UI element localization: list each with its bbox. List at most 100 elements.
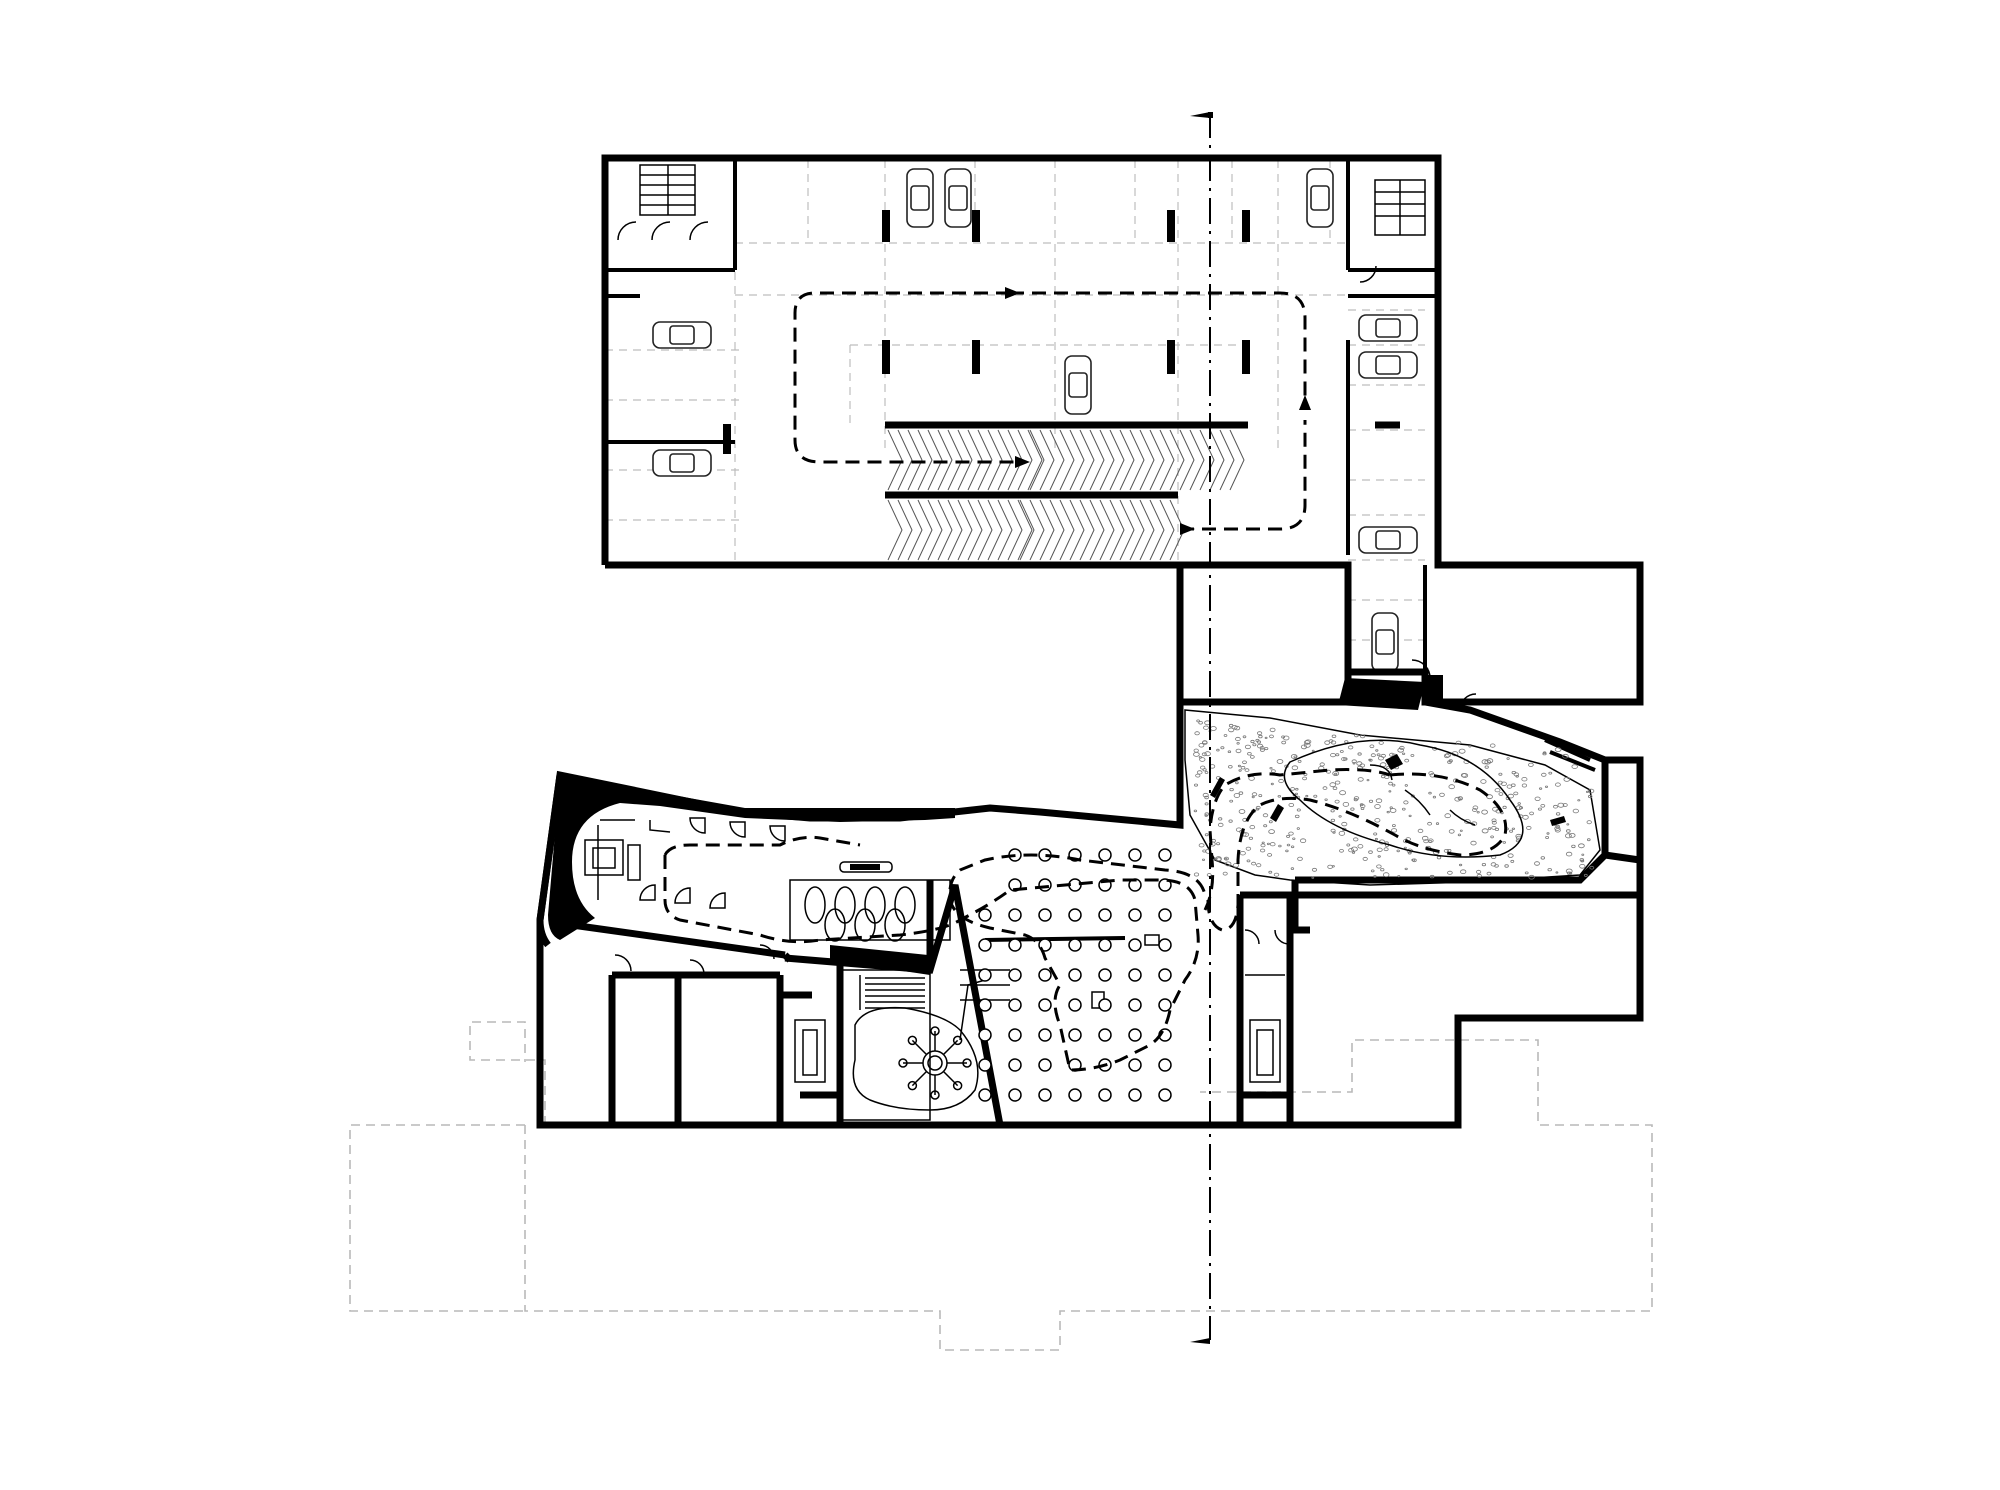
ramp-chevron bbox=[1149, 499, 1165, 561]
gravel-stone bbox=[1338, 815, 1342, 818]
hall-column bbox=[1068, 968, 1082, 982]
gravel-stone bbox=[1502, 841, 1506, 844]
gravel-stone bbox=[1498, 792, 1504, 796]
gravel-stone bbox=[1511, 783, 1516, 787]
gravel-stone bbox=[1540, 803, 1546, 808]
hall-column bbox=[1008, 1058, 1022, 1072]
hall-column bbox=[1098, 848, 1112, 862]
gravel-stone bbox=[1330, 818, 1336, 823]
gravel-stone bbox=[1260, 848, 1266, 853]
gravel-stone bbox=[1537, 807, 1542, 811]
hall-column bbox=[978, 938, 992, 952]
gravel-stone bbox=[1248, 836, 1254, 840]
ramp-chevron bbox=[897, 429, 913, 491]
gravel-stone bbox=[1228, 819, 1233, 823]
gravel-stone bbox=[1256, 863, 1262, 868]
gravel-stone bbox=[1583, 873, 1588, 877]
gravel-stone bbox=[1362, 856, 1368, 861]
gravel-stone bbox=[1240, 766, 1246, 770]
car-icon bbox=[1358, 314, 1418, 342]
lower-floor-walls bbox=[536, 668, 1644, 1129]
sculpture-node bbox=[907, 1080, 918, 1091]
gravel-stone bbox=[1268, 829, 1275, 834]
ramp-chevron bbox=[1169, 429, 1185, 491]
ramp-chevron bbox=[967, 499, 983, 561]
gravel-stone bbox=[1229, 787, 1234, 792]
gravel-stone bbox=[1521, 777, 1528, 782]
gravel-stone bbox=[1264, 736, 1268, 740]
ramp-chevron bbox=[1199, 429, 1215, 491]
gravel-stone bbox=[1305, 794, 1309, 798]
gravel-stone bbox=[1351, 851, 1356, 854]
gravel-stone bbox=[1251, 792, 1258, 797]
gravel-stone bbox=[1404, 758, 1410, 763]
gravel-stone bbox=[1380, 868, 1385, 872]
car-icon bbox=[1306, 168, 1334, 228]
gravel-stone bbox=[1455, 740, 1462, 745]
sculpture-node bbox=[952, 1080, 963, 1091]
hall-column bbox=[1098, 1088, 1112, 1102]
hall-column bbox=[978, 908, 992, 922]
gravel-stone bbox=[1511, 827, 1516, 831]
gravel-stone bbox=[1383, 847, 1389, 852]
hall-column bbox=[1068, 938, 1082, 952]
gravel-stone bbox=[1235, 827, 1242, 832]
gravel-stone bbox=[1238, 791, 1244, 795]
gravel-stone bbox=[1587, 838, 1591, 842]
gravel-stone bbox=[1277, 794, 1281, 798]
gravel-stone bbox=[1297, 759, 1302, 763]
hall-column bbox=[1038, 1088, 1052, 1102]
ghost-building-outline bbox=[349, 1021, 1653, 1351]
gravel-stone bbox=[1339, 848, 1344, 853]
gravel-stone bbox=[1278, 778, 1284, 784]
gravel-stone bbox=[1339, 750, 1344, 753]
parking-grid bbox=[605, 160, 1425, 673]
gravel-stone bbox=[1509, 829, 1514, 833]
gravel-stone bbox=[1545, 836, 1549, 840]
ramp-chevron bbox=[1139, 429, 1155, 491]
gravel-stone bbox=[1351, 759, 1357, 764]
sculpture-node bbox=[930, 1026, 940, 1036]
gravel-stone bbox=[1588, 788, 1595, 794]
gravel-stone bbox=[1476, 873, 1482, 878]
gravel-stone bbox=[1204, 812, 1210, 816]
ramp-chevron bbox=[1219, 429, 1235, 491]
gravel-stone bbox=[1481, 862, 1487, 867]
gravel-stone bbox=[1264, 747, 1269, 751]
gravel-stone bbox=[1377, 855, 1381, 858]
gravel-stone bbox=[1562, 803, 1568, 807]
hall-column bbox=[1008, 968, 1022, 982]
hall-column bbox=[1158, 1058, 1172, 1072]
gravel-stone bbox=[1199, 757, 1206, 762]
gravel-stone bbox=[1461, 773, 1469, 778]
gravel-stone bbox=[1303, 740, 1311, 745]
car-roof bbox=[948, 185, 968, 211]
gravel-stone bbox=[1359, 803, 1364, 807]
gravel-stone bbox=[1203, 725, 1209, 730]
gravel-stone bbox=[1193, 809, 1198, 813]
ramp-chevron bbox=[997, 429, 1013, 491]
ramp-chevron bbox=[1119, 429, 1135, 491]
stair-north-east bbox=[1359, 179, 1426, 283]
gravel-stone bbox=[1376, 847, 1383, 852]
gravel-stone bbox=[1331, 734, 1337, 738]
hall-column bbox=[1128, 1088, 1142, 1102]
gravel-stone bbox=[1295, 787, 1299, 791]
gravel-stone bbox=[1589, 865, 1595, 870]
hall-column bbox=[1128, 938, 1142, 952]
gravel-stone bbox=[1262, 813, 1269, 818]
gravel-stone bbox=[1403, 800, 1409, 805]
gravel-stone bbox=[1494, 788, 1501, 793]
sculpture-arm bbox=[942, 1039, 959, 1056]
gravel-stone bbox=[1311, 867, 1318, 872]
hall-column bbox=[1128, 848, 1142, 862]
gravel-stone bbox=[1444, 813, 1451, 819]
gravel-stone bbox=[1334, 772, 1338, 776]
hall-column bbox=[1158, 968, 1172, 982]
gravel-stone bbox=[1468, 745, 1472, 748]
gravel-stone bbox=[1457, 833, 1462, 837]
hall-column bbox=[978, 968, 992, 982]
gravel-stone bbox=[1194, 731, 1200, 736]
gravel-stone bbox=[1470, 840, 1477, 846]
gravel-stone bbox=[1521, 783, 1528, 788]
